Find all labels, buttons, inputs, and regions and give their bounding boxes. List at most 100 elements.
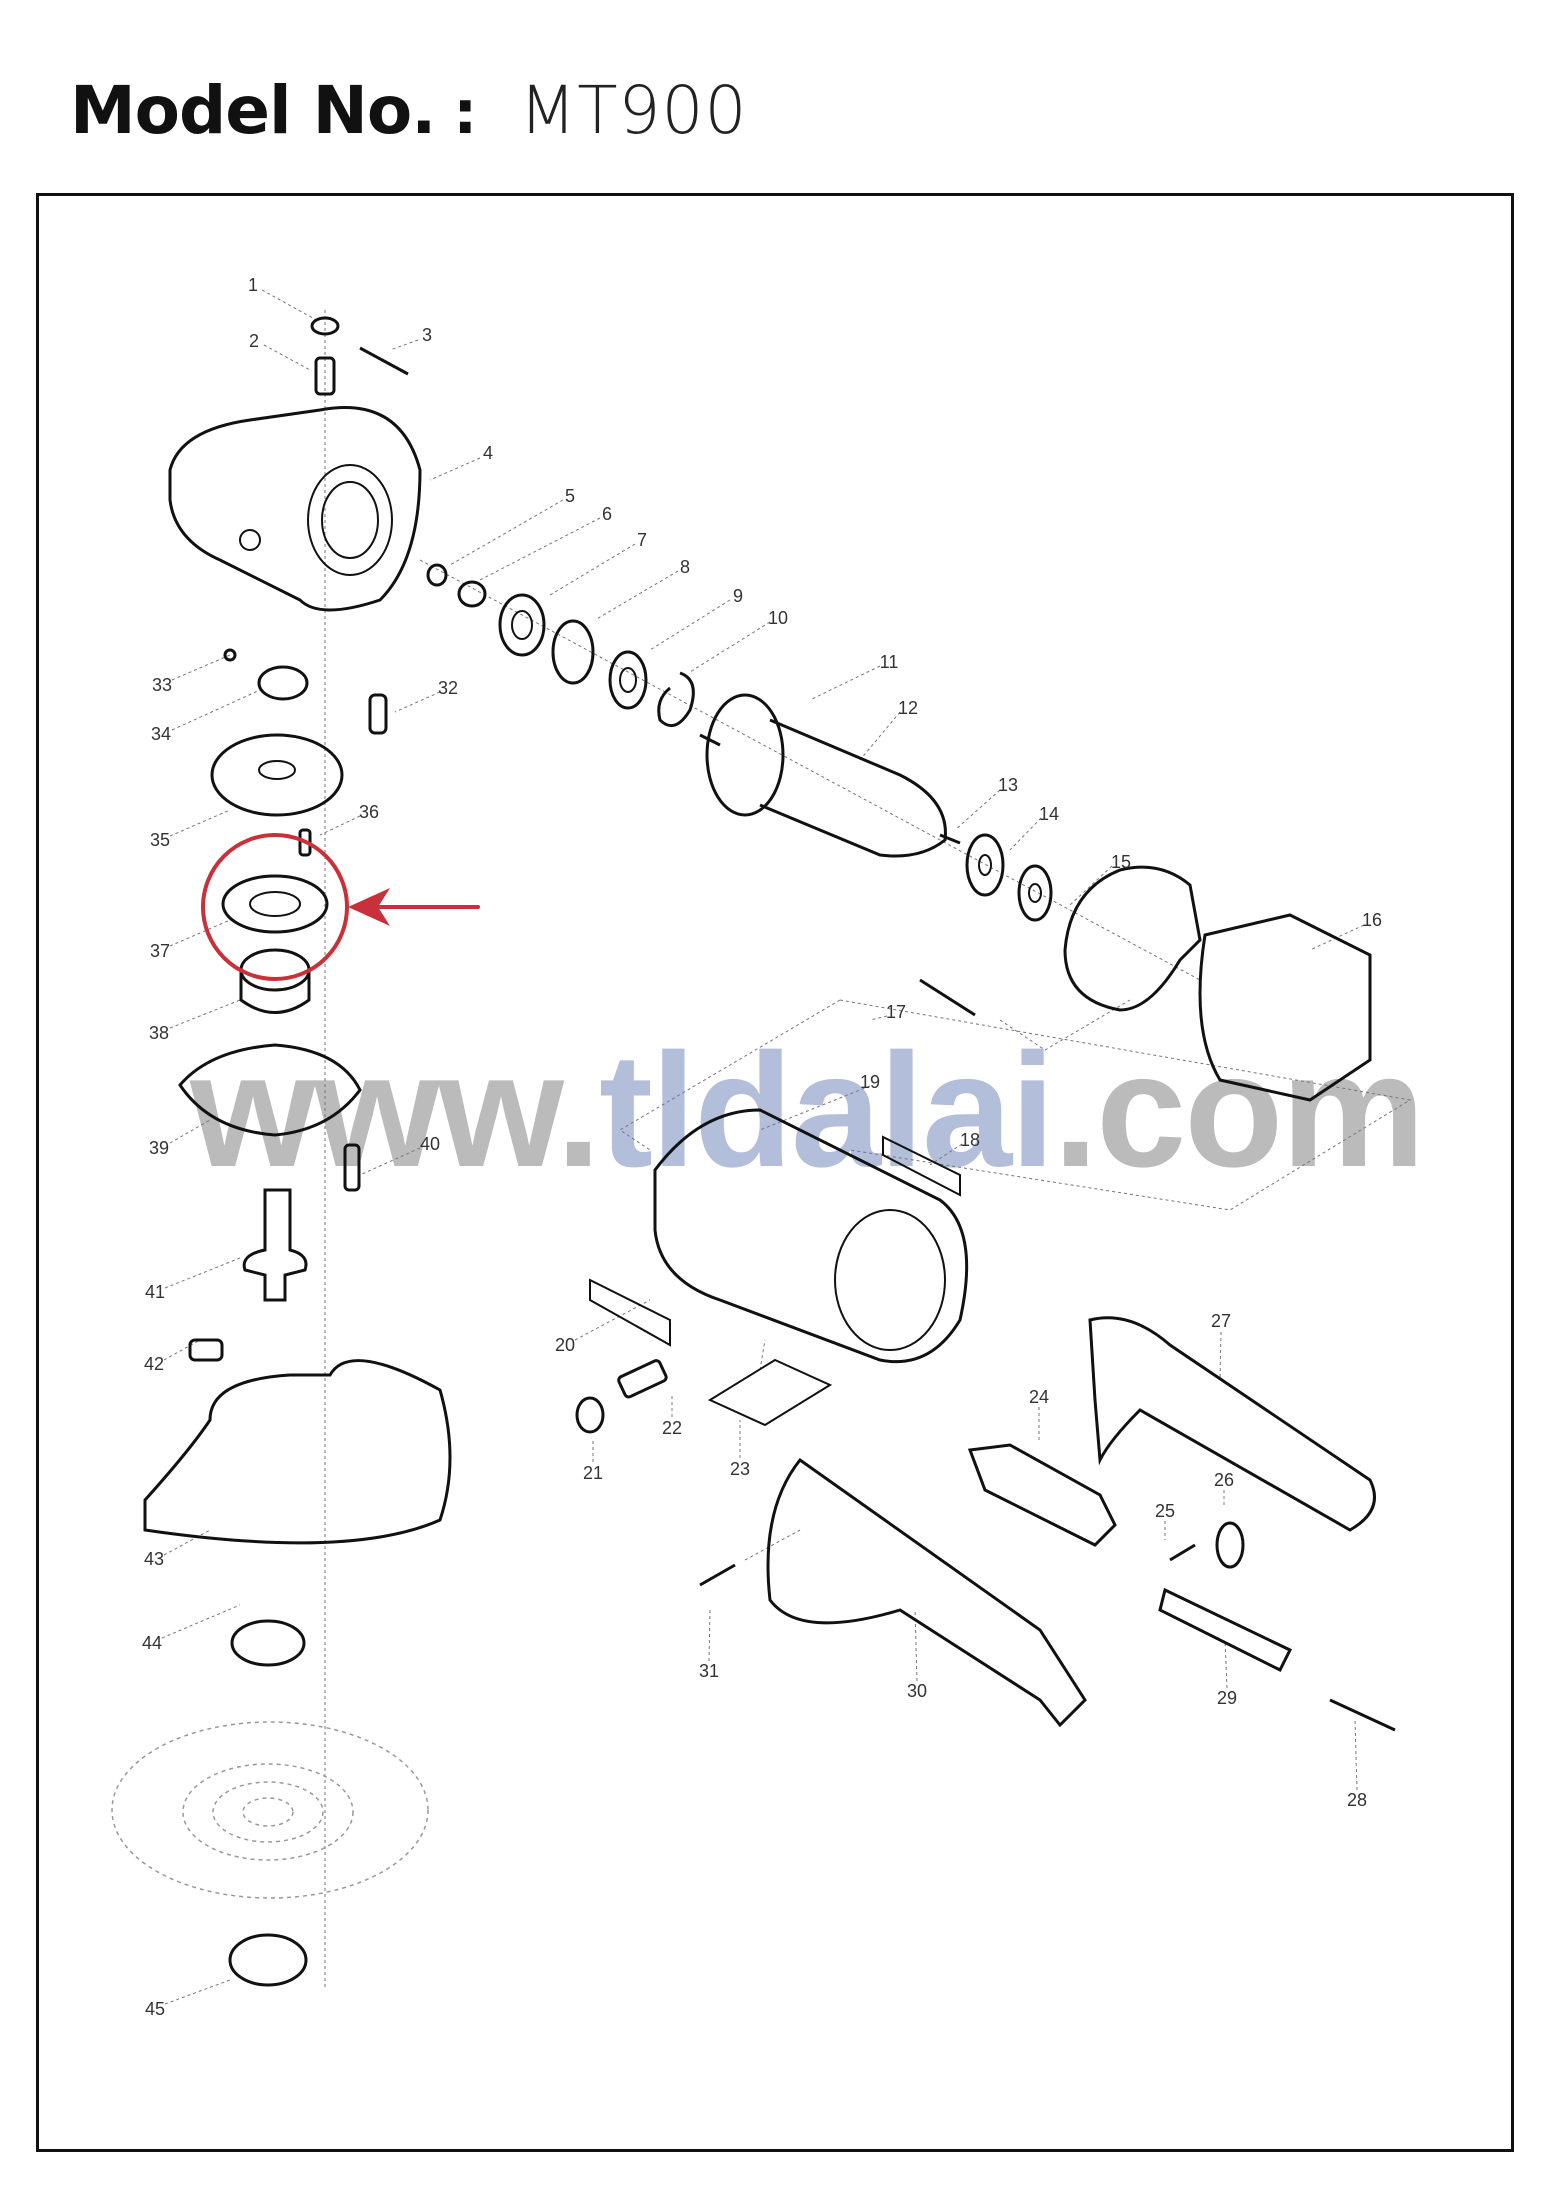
part-number-label: 43 (143, 1549, 165, 1569)
part-32-lock-pin-icon (368, 693, 388, 735)
part-number-label: 32 (437, 678, 459, 698)
part-39-bearing-box-icon (178, 1043, 362, 1137)
part-10-retaining-ring-icon (657, 671, 695, 728)
part-7-bearing-icon (498, 593, 546, 657)
watermark-suffix: .com (1053, 1020, 1425, 1201)
part-9-washer-icon (608, 650, 648, 710)
diagram-frame (36, 193, 1514, 2152)
part-number-label: 3 (421, 325, 433, 345)
part-number-label: 20 (554, 1335, 576, 1355)
part-number-label: 31 (698, 1661, 720, 1681)
part-number-label: 29 (1216, 1688, 1238, 1708)
part-28-cord-icon (1329, 1698, 1396, 1732)
part-2-spring-icon (314, 356, 336, 396)
part-number-label: 38 (148, 1023, 170, 1043)
part-number-label: 22 (661, 1418, 683, 1438)
part-number-label: 15 (1110, 852, 1132, 872)
part-number-label: 42 (143, 1354, 165, 1374)
part-number-label: 40 (419, 1134, 441, 1154)
part-23-label-icon (707, 1358, 833, 1427)
part-number-label: 13 (997, 775, 1019, 795)
part-number-label: 30 (906, 1681, 928, 1701)
grinding-wheel-phantom-icon (111, 1721, 429, 1899)
model-title: Model No. : MT900 (70, 72, 748, 162)
part-number-label: 35 (149, 830, 171, 850)
part-number-label: 2 (248, 331, 260, 351)
part-number-label: 11 (879, 652, 899, 672)
part-13-bearing-icon (965, 833, 1005, 897)
watermark: www.tldalai.com (190, 1030, 1425, 1192)
part-6-pinion-icon (457, 580, 487, 608)
part-number-label: 8 (679, 557, 691, 577)
part-number-label: 16 (1361, 910, 1383, 930)
part-number-label: 5 (564, 486, 576, 506)
part-number-label: 39 (148, 1138, 170, 1158)
parts-drawings (143, 316, 1396, 1987)
part-43-wheel-guard-icon (143, 1359, 452, 1545)
part-42-screw-icon (188, 1338, 224, 1362)
part-number-label: 21 (582, 1463, 604, 1483)
part-12-armature-icon (759, 718, 947, 858)
part-14-bearing-icon (1017, 864, 1053, 922)
part-4-gear-housing-icon (168, 406, 422, 612)
part-18-label-icon (882, 1135, 961, 1197)
part-number-label: 24 (1028, 1387, 1050, 1407)
part-29-cord-guard-icon (1158, 1587, 1293, 1673)
part-number-label: 10 (767, 608, 789, 628)
part-26-strain-relief-icon (1215, 1521, 1245, 1569)
highlight-marker (201, 833, 480, 981)
part-22-carbon-brush-icon (617, 1359, 668, 1399)
part-11-armature-fan-icon (705, 693, 785, 817)
part-45-lock-nut-icon (228, 1933, 308, 1987)
part-number-label: 41 (144, 1282, 166, 1302)
part-27-handle-cover-icon (1088, 1316, 1376, 1532)
part-38-bearing-icon (239, 948, 311, 992)
part-number-label: 34 (150, 724, 172, 744)
model-label: Model No. (70, 72, 436, 149)
part-number-label: 28 (1346, 1790, 1368, 1810)
part-number-label: 9 (732, 586, 744, 606)
part-33-ring-icon (223, 648, 237, 662)
part-5-ring-icon (426, 563, 448, 587)
part-24-switch-icon (967, 1443, 1117, 1547)
part-30-handle-icon (766, 1457, 1087, 1728)
leader-lines (161, 289, 1412, 2005)
part-34-bearing-icon (257, 665, 309, 701)
part-number-label: 19 (859, 1072, 881, 1092)
part-number-label: 1 (247, 275, 259, 295)
watermark-prefix: www. (190, 1020, 601, 1201)
part-3-screw-icon (359, 346, 409, 376)
watermark-middle: tldalai (599, 1020, 1055, 1201)
part-number-label: 17 (885, 1002, 907, 1022)
part-16-field-icon (1198, 913, 1372, 1102)
part-number-label: 7 (636, 530, 648, 550)
part-40-screw-icon (343, 1143, 361, 1192)
part-number-label: 4 (482, 443, 494, 463)
part-number-label: 44 (141, 1633, 163, 1653)
part-number-label: 25 (1154, 1501, 1176, 1521)
part-35-bevel-gear-icon (210, 733, 344, 817)
model-separator: : (453, 78, 478, 148)
part-number-label: 14 (1038, 804, 1060, 824)
part-25-screw-icon (1169, 1543, 1196, 1562)
part-number-label: 18 (959, 1130, 981, 1150)
part-17-screw-icon (919, 978, 976, 1017)
part-number-label: 45 (144, 1999, 166, 2019)
part-15-baffle-plate-icon (1063, 865, 1202, 1012)
highlight-arrow-head-icon (348, 888, 390, 926)
part-number-label: 36 (358, 802, 380, 822)
part-44-inner-flange-icon (230, 1619, 306, 1667)
part-number-label: 23 (729, 1459, 751, 1479)
highlight-circle-icon (201, 833, 349, 981)
part-number-label: 27 (1210, 1311, 1232, 1331)
part-31-screw-icon (699, 1563, 736, 1587)
part-8-ring-icon (551, 619, 595, 685)
part-number-label: 26 (1213, 1470, 1235, 1490)
part-20-label-icon (589, 1278, 671, 1347)
part-21-brush-holder-cap-icon (575, 1396, 605, 1434)
part-number-label: 37 (149, 941, 171, 961)
part-19-motor-housing-icon (653, 1108, 969, 1364)
part-1-nut-icon (310, 316, 340, 336)
part-37-washer-icon (221, 874, 329, 934)
